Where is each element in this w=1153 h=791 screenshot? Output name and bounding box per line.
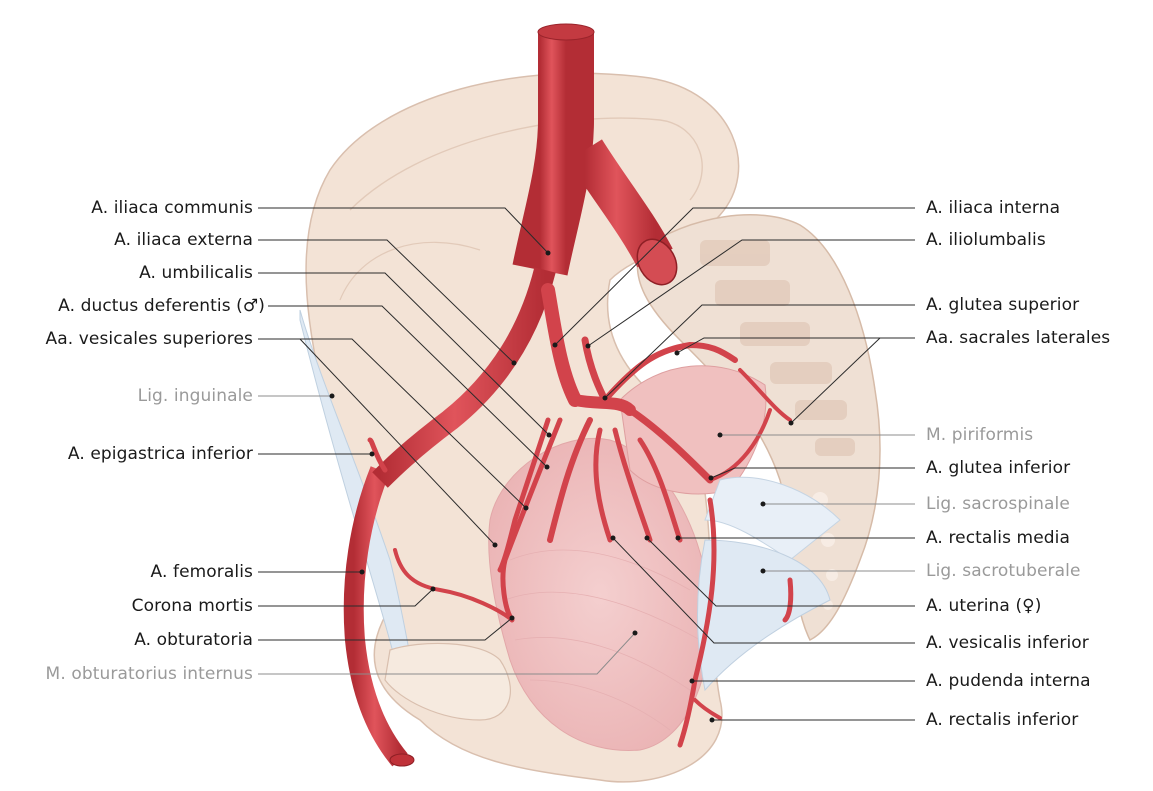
leader-dot-vesicales-extra: [492, 542, 498, 548]
label-lig-sacrospinale: Lig. sacrospinale: [926, 494, 1070, 514]
label-a-femoralis: A. femoralis: [150, 562, 253, 582]
label-m-piriformis: M. piriformis: [926, 425, 1034, 445]
leader-dot-a-iliolumbalis: [585, 343, 591, 349]
leader-a-ductus-deferentis: [268, 305, 548, 468]
label-a-iliaca-communis: A. iliaca communis: [91, 198, 253, 218]
leader-a-umbilicalis: [258, 272, 550, 436]
leader-dot-lig-inguinale: [329, 393, 335, 399]
leader-aa-vesicales-superiores: [258, 338, 527, 509]
label-a-vesicalis-inferior: A. vesicalis inferior: [926, 633, 1089, 653]
label-a-rectalis-inferior: A. rectalis inferior: [926, 710, 1079, 730]
leader-dot-lig-sacrotuberale: [760, 568, 766, 574]
inguinal-ligament: [299, 309, 411, 661]
leader-a-iliaca-externa: [258, 239, 515, 364]
common-iliac-artery: [512, 30, 594, 276]
leader-dot-a-ductus-deferentis: [544, 464, 550, 470]
leader-a-iliolumbalis: [587, 239, 915, 347]
leader-dot-a-glutea-superior: [602, 395, 608, 401]
label-a-rectalis-media: A. rectalis media: [926, 528, 1071, 548]
label-a-epigastrica-inferior: A. epigastrica inferior: [67, 444, 253, 464]
label-a-ductus-deferentis: A. ductus deferentis (♂): [58, 296, 265, 316]
leader-vesicales-extra: [299, 338, 496, 546]
leader-dot-m-piriformis: [717, 432, 723, 438]
label-aa-vesicales-superiores: Aa. vesicales superiores: [45, 329, 253, 349]
leader-dot-a-umbilicalis: [546, 432, 552, 438]
leader-a-uterina: [646, 537, 915, 607]
leader-a-vesicalis-inferior: [612, 537, 915, 644]
leader-dot-a-uterina: [644, 535, 650, 541]
label-lig-inguinale: Lig. inguinale: [137, 386, 253, 406]
leader-dot-a-glutea-inferior: [708, 475, 714, 481]
leader-corona-mortis: [258, 588, 434, 607]
leader-aa-sacrales-laterales: [676, 337, 915, 354]
leader-dot-m-obturatorius-internus: [632, 630, 638, 636]
leader-dot-a-iliaca-communis: [545, 250, 551, 256]
leader-dot-a-iliaca-interna: [552, 342, 558, 348]
obturator-internus-muscle: [488, 438, 712, 751]
sacrospinous-ligament: [704, 476, 841, 561]
label-a-iliaca-interna: A. iliaca interna: [926, 198, 1061, 218]
leader-dot-a-rectalis-inferior: [709, 717, 715, 723]
leader-dot-a-pudenda-interna: [689, 678, 695, 684]
leader-dot-a-rectalis-media: [675, 535, 681, 541]
leader-a-iliaca-interna: [554, 207, 915, 346]
leader-sacrales-extra: [790, 337, 881, 424]
label-a-iliaca-externa: A. iliaca externa: [114, 230, 253, 250]
leader-dot-sacrales-extra: [788, 420, 794, 426]
leader-a-glutea-superior: [604, 304, 915, 399]
internal-iliac-artery: [541, 283, 582, 407]
leader-dot-a-vesicalis-inferior: [610, 535, 616, 541]
leader-dot-lig-sacrospinale: [760, 501, 766, 507]
leader-dot-a-obturatoria: [509, 615, 515, 621]
pudendal-artery: [677, 497, 717, 748]
external-iliac-artery: [372, 267, 556, 488]
leader-dot-aa-vesicales-superiores: [523, 505, 529, 511]
label-corona-mortis: Corona mortis: [131, 596, 253, 616]
leader-dot-a-femoralis: [359, 569, 365, 575]
sacrotuberous-ligament: [697, 539, 831, 692]
leader-a-iliaca-communis: [258, 207, 549, 254]
leader-a-obturatoria: [258, 617, 513, 641]
label-a-umbilicalis: A. umbilicalis: [139, 263, 253, 283]
leader-a-glutea-inferior: [710, 467, 915, 479]
label-a-iliolumbalis: A. iliolumbalis: [926, 230, 1046, 250]
leader-m-obturatorius-internus: [258, 632, 636, 675]
leader-dot-aa-sacrales-laterales: [674, 350, 680, 356]
label-a-pudenda-interna: A. pudenda interna: [926, 671, 1091, 691]
label-lig-sacrotuberale: Lig. sacrotuberale: [926, 561, 1081, 581]
label-a-uterina: A. uterina (♀): [926, 596, 1042, 616]
label-m-obturatorius-internus: M. obturatorius internus: [45, 664, 253, 684]
leader-dot-a-epigastrica-inferior: [369, 451, 375, 457]
label-a-glutea-inferior: A. glutea inferior: [926, 458, 1071, 478]
leader-dot-corona-mortis: [430, 586, 436, 592]
leader-dot-a-iliaca-externa: [511, 360, 517, 366]
label-a-obturatoria: A. obturatoria: [134, 630, 253, 650]
label-a-glutea-superior: A. glutea superior: [926, 295, 1080, 315]
label-aa-sacrales-laterales: Aa. sacrales laterales: [926, 328, 1111, 348]
